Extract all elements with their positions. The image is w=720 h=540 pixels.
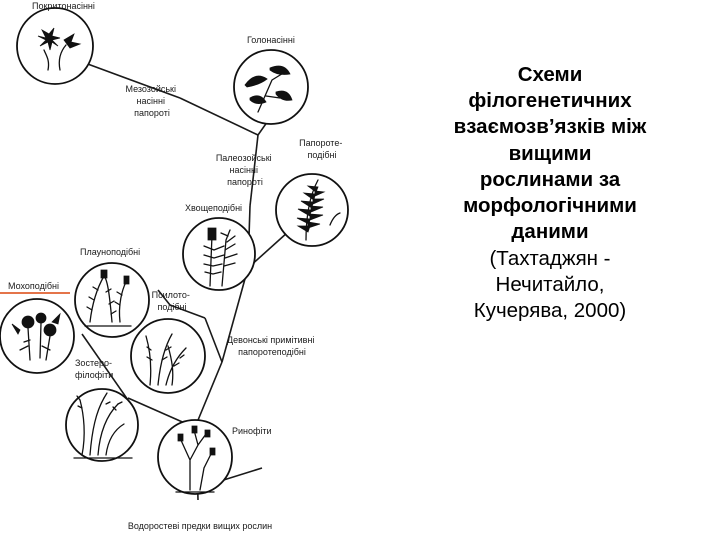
caption: Схеми філогенетичних взаємозв’язків між … bbox=[402, 62, 698, 324]
rhyniophytes-label: Ринофіти bbox=[232, 426, 272, 436]
devonian-ferns-label: Девонські примітивні папоротеподібні bbox=[227, 335, 317, 357]
horsetail-icon bbox=[203, 227, 238, 287]
caption-line: рослинами за bbox=[479, 167, 621, 191]
caption-line: Схеми bbox=[517, 63, 583, 86]
phylogeny-diagram: Покритонасінні Голонасінні Мезозойські н… bbox=[0, 1, 349, 531]
flower-icon bbox=[37, 27, 82, 71]
lycopods-node: Плауноподібні bbox=[74, 247, 150, 338]
algal-ancestors-label: Водоростеві предки вищих рослин bbox=[128, 521, 272, 531]
zosterophyllophytes-node: Зостеро- філофіти bbox=[65, 358, 139, 462]
caption-line: взаємозв’язків між bbox=[453, 115, 647, 139]
caption-line: вищими bbox=[508, 141, 592, 165]
paleozoic-seed-ferns-label: Палеозойські насінні папороті bbox=[216, 153, 274, 187]
psilotoids-label: Псилото- подібні bbox=[152, 290, 193, 312]
caption-line: даними bbox=[511, 220, 589, 244]
ginkgo-icon bbox=[244, 65, 293, 113]
zosterophyllophytes-label: Зостеро- філофіти bbox=[75, 358, 115, 380]
mosses-label: Мохоподібні bbox=[8, 281, 59, 291]
zosterophyllum-icon bbox=[73, 392, 133, 459]
caption-line: Нечитайло, bbox=[495, 272, 605, 296]
mesozoic-seed-ferns-label: Мезозойські насінні папороті bbox=[125, 84, 178, 118]
fern-icon bbox=[296, 179, 341, 241]
caption-line: морфологічними bbox=[463, 194, 637, 218]
horsetails-label: Хвощеподібні bbox=[185, 203, 242, 213]
rhynia-icon bbox=[175, 425, 216, 493]
fern-like-node: Папороте- подібні bbox=[275, 138, 349, 247]
horsetails-node: Хвощеподібні bbox=[182, 203, 256, 291]
caption-line: (Тахтаджян - bbox=[489, 246, 611, 270]
moss-icon bbox=[11, 312, 61, 361]
angiosperms-node: Покритонасінні bbox=[16, 1, 95, 85]
caption-line: Кучерява, 2000) bbox=[473, 299, 627, 323]
lycopods-label: Плауноподібні bbox=[80, 247, 140, 257]
fern-like-label: Папороте- подібні bbox=[299, 138, 345, 160]
angiosperms-label: Покритонасінні bbox=[32, 1, 95, 11]
rhyniophytes-node: Ринофіти bbox=[157, 419, 272, 495]
psilotoids-node: Псилото- подібні bbox=[130, 290, 206, 394]
mosses-node: Мохоподібні bbox=[0, 281, 75, 374]
caption-line: філогенетичних bbox=[468, 89, 632, 113]
gymnosperms-label: Голонасінні bbox=[247, 35, 295, 45]
psilotum-icon bbox=[145, 333, 187, 386]
gymnosperms-node: Голонасінні bbox=[233, 35, 309, 125]
club-moss-icon bbox=[84, 269, 132, 327]
